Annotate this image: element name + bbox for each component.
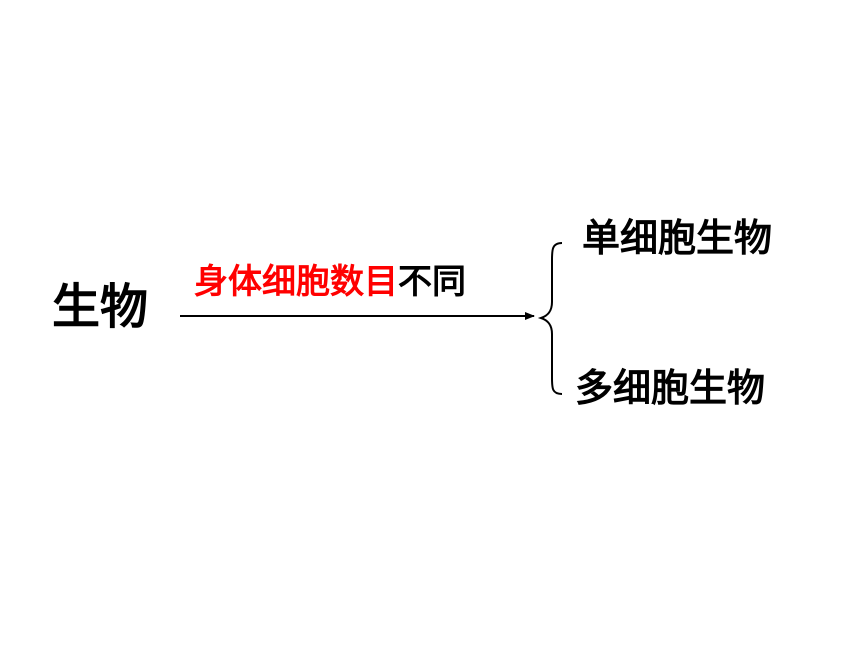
edge-label-highlight: 身体细胞数目	[194, 262, 398, 302]
brace	[537, 242, 563, 395]
branch-multicellular: 多细胞生物	[575, 366, 766, 410]
branch-unicellular: 单细胞生物	[582, 216, 773, 260]
edge-label-plain: 不同	[398, 262, 466, 302]
edge-label: 身体细胞数目不同	[194, 265, 466, 299]
root-label: 生物	[52, 279, 149, 335]
